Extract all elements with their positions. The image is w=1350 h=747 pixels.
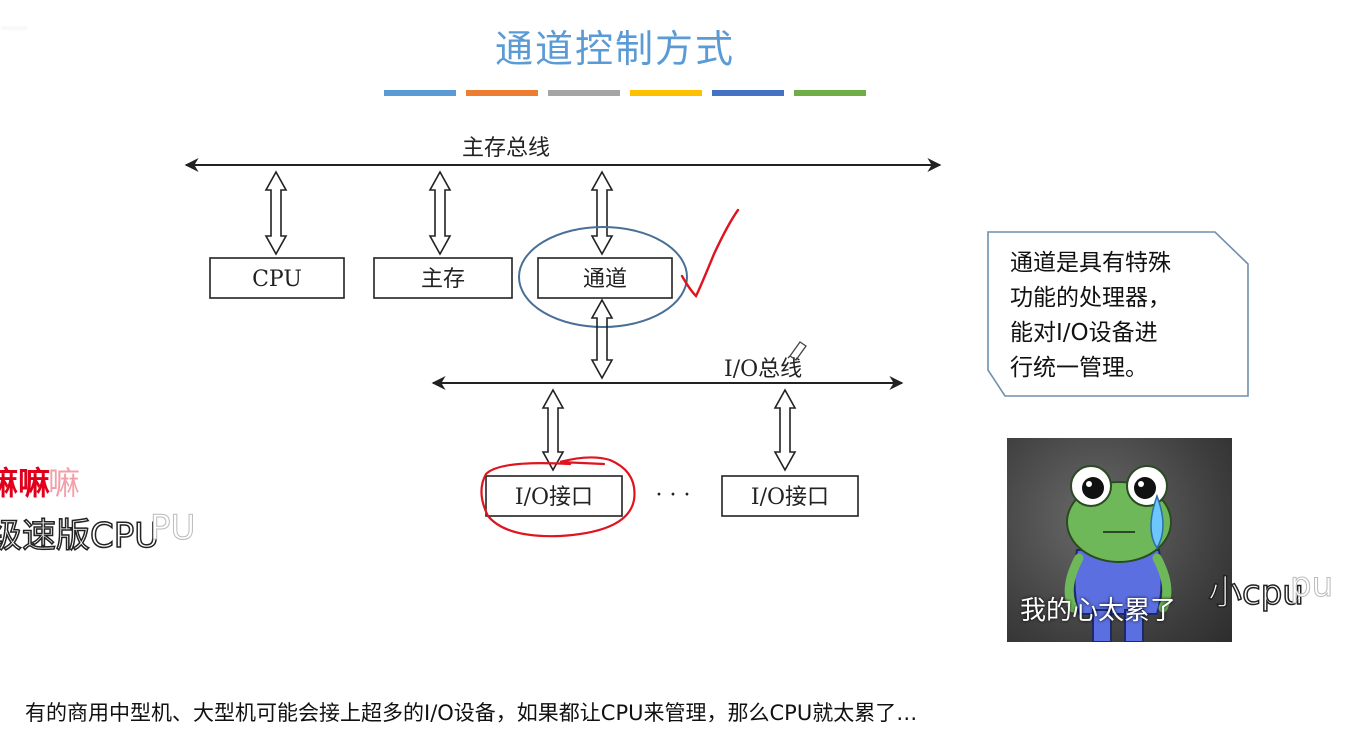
danmaku-ghost-text-right: pu [1289,565,1334,606]
channel-highlight-circle [518,226,688,328]
red-checkmark [680,208,740,299]
crying-frog-illustration [1064,465,1172,642]
note-line: 通道是具有特殊 [1010,250,1171,276]
channel-box [537,257,673,299]
danmaku-outline-text-right: 小cpu [1207,572,1304,614]
double-arrow-cpu [264,170,288,256]
red-io-circle [480,456,636,538]
io-interface-box-2 [721,475,859,517]
subtitle-text: 有的商用中型机、大型机可能会接上超多的I/O设备，如果都让CPU来管理，那么CP… [25,701,918,725]
color-segment [712,90,784,96]
double-arrow-channel [590,170,614,256]
note-line: 行统一管理。 [1010,355,1148,381]
double-arrow-io-2 [773,388,797,472]
double-arrow-io-1 [541,388,565,472]
danmaku-red-text: 嘛嘛 [0,464,51,502]
color-segment [384,90,456,96]
channel-diagram: 主存总线 CPU 主存 通道 I/O总线 I/O接口 · · · I/O接口 [184,136,942,538]
double-arrow-memory [428,170,452,256]
io-interface-label-2: I/O接口 [751,485,829,510]
note-line: 能对I/O设备进 [1010,320,1158,346]
color-segment [466,90,538,96]
meme-caption: 我的心太累了 [1020,596,1177,626]
memory-box [373,257,513,299]
io-interface-box-1 [485,475,623,517]
main-bus-label: 主存总线 [462,136,550,161]
io-bus-label: I/O总线 [724,357,802,382]
color-segment [794,90,866,96]
note-text: 通道是具有特殊 功能的处理器， 能对I/O设备进 行统一管理。 [1010,246,1235,386]
cpu-box [209,257,345,299]
slide-title: 通道控制方式 [494,27,735,71]
channel-box-label: 通道 [583,267,627,292]
pencil-icon [787,341,807,361]
io-interface-label-1: I/O接口 [515,485,593,510]
title-color-bar [384,90,866,96]
cpu-box-label: CPU [252,267,302,292]
meme-image [1007,438,1232,642]
note-callout [987,231,1249,397]
color-segment [548,90,620,96]
double-arrow-channel-io [590,298,614,380]
memory-box-label: 主存 [421,267,465,292]
danmaku-ghost-text-left: PU [149,508,196,549]
color-segment [630,90,702,96]
danmaku-red-ghost-text: 嘛 [48,464,81,502]
note-line: 功能的处理器， [1010,285,1171,311]
danmaku-outline-text-left: 级速版CPU [0,515,160,557]
ellipsis-label: · · · [656,483,691,508]
faded-overlay-text: 一 [0,13,29,46]
